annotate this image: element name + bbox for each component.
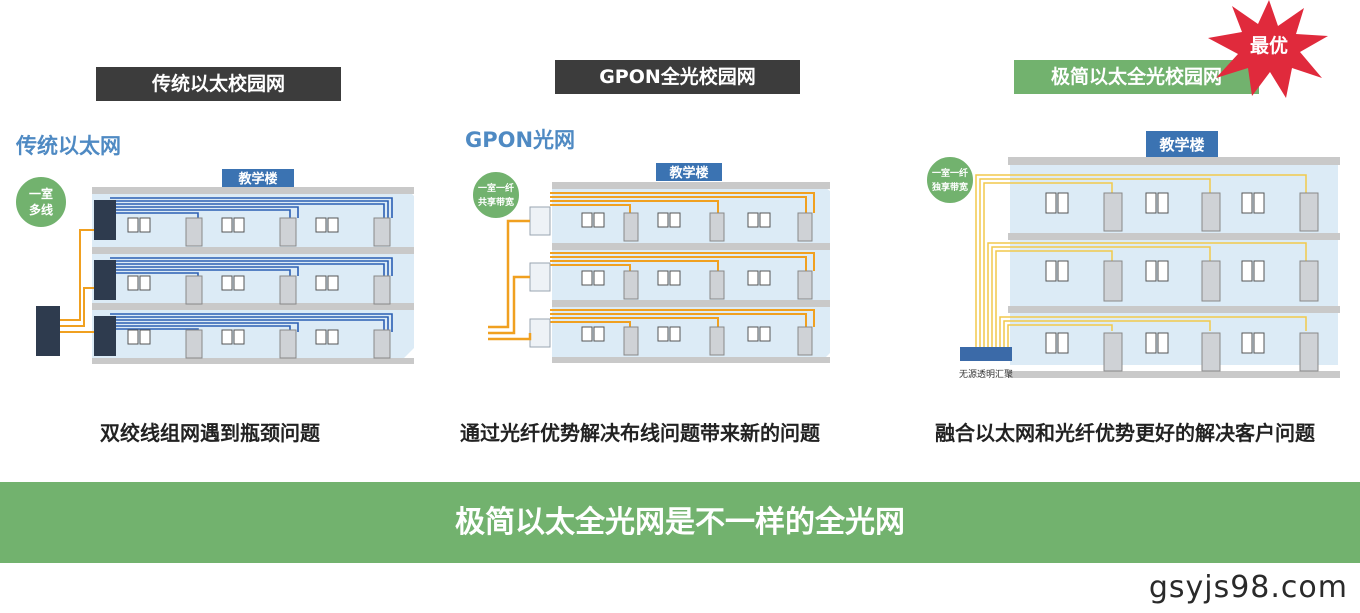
best-star-icon: 最优 [1208,0,1328,98]
building-sign-2: 教学楼 [668,165,708,181]
badge-2-line2: 共享带宽 [478,196,514,208]
badge-2-line1: 一室一纤 [478,182,514,194]
gpon-header: GPON全光校园网 [555,60,800,94]
building-sign-3: 教学楼 [1158,136,1204,154]
simple-ethernet-building-diagram: 无源透明汇聚 教学楼 一室一纤 独享带宽 [925,131,1340,380]
traditional-building-diagram: 教学楼 一室 多线 [14,169,414,364]
traditional-caption: 双绞线组网遇到瓶颈问题 [100,421,320,445]
gpon-optical-label: GPON光网 [465,128,576,152]
badge-1-line1: 一室 [29,186,53,201]
summary-banner: 极简以太全光网是不一样的全光网 [0,482,1360,563]
traditional-header: 传统以太校园网 [96,67,341,101]
simple-ethernet-caption: 融合以太网和光纤优势更好的解决客户问题 [935,421,1315,445]
badge-3-line1: 一室一纤 [932,167,968,179]
best-star-label: 最优 [1250,34,1288,57]
traditional-ethernet-label: 传统以太网 [16,134,121,158]
badge-3-line2: 独享带宽 [931,181,968,193]
badge-1-line2: 多线 [29,202,53,217]
gpon-caption: 通过光纤优势解决布线问题带来新的问题 [460,421,820,445]
passive-aggregation-label: 无源透明汇聚 [959,369,1013,380]
watermark-text: gsyjs98.com [1148,570,1348,605]
building-sign-1: 教学楼 [237,171,277,187]
gpon-building-diagram: 教学楼 一室一纤 共享带宽 [471,163,830,363]
